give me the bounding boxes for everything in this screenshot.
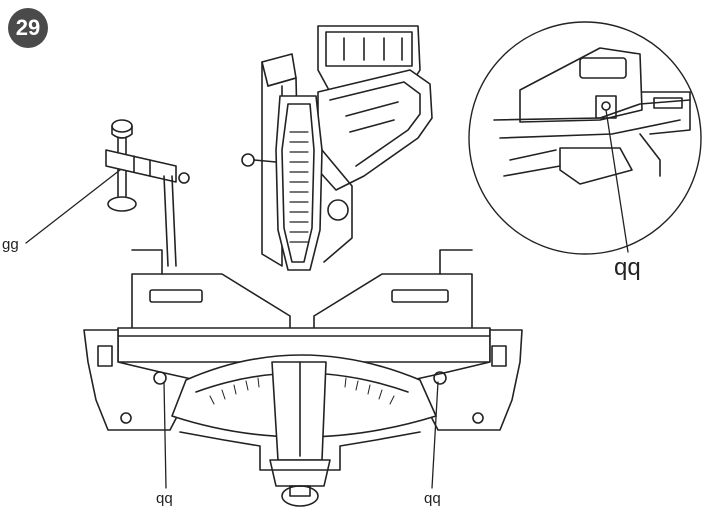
leader-qq-inset	[605, 109, 629, 253]
leader-qq-right	[431, 381, 439, 489]
callout-qq-left: qq	[156, 490, 173, 507]
callout-qq-inset: qq	[614, 254, 641, 281]
leader-qq-left	[163, 381, 167, 489]
detail-inset	[468, 21, 702, 255]
saw-head	[241, 25, 433, 271]
leader-lines	[25, 109, 629, 489]
hold-down-clamp	[105, 119, 190, 267]
fence-and-table	[83, 249, 523, 507]
callout-qq-right: qq	[424, 490, 441, 507]
step-number-badge: 29	[8, 8, 48, 48]
leader-gg	[25, 169, 121, 244]
callout-gg: gg	[2, 236, 19, 253]
